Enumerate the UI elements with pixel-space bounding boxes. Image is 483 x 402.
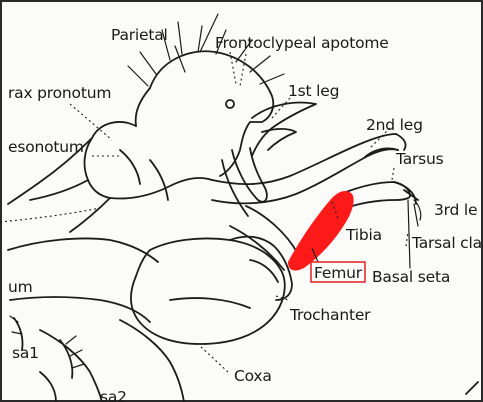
label-second-leg: 2nd leg bbox=[366, 116, 423, 134]
head-outline bbox=[136, 51, 316, 216]
femur-highlight bbox=[288, 191, 354, 270]
label-tibia: Tibia bbox=[345, 226, 382, 244]
label-first-leg: 1st leg bbox=[288, 82, 339, 100]
label-femur: Femur bbox=[314, 264, 363, 282]
label-tarsal-claw: Tarsal cla bbox=[411, 234, 482, 252]
label-parietal: Parietal bbox=[111, 26, 168, 44]
label-sa1: sa1 bbox=[12, 344, 39, 362]
label-thorax-pronotum: rax pronotum bbox=[8, 84, 111, 102]
label-coxa: Coxa bbox=[234, 367, 272, 385]
label-mesonotum: esonotum bbox=[8, 138, 84, 156]
coxa-shape bbox=[131, 238, 285, 344]
label-tarsus: Tarsus bbox=[395, 150, 444, 168]
label-third-leg: 3rd le bbox=[434, 201, 477, 219]
label-sa2: sa2 bbox=[100, 388, 127, 402]
label-frontoclypeal-apotome: Frontoclypeal apotome bbox=[215, 34, 389, 52]
label-basal-seta: Basal seta bbox=[372, 268, 450, 286]
arrow-mark bbox=[466, 382, 478, 394]
label-left-fragment: um bbox=[8, 278, 33, 296]
label-trochanter: Trochanter bbox=[289, 306, 371, 324]
